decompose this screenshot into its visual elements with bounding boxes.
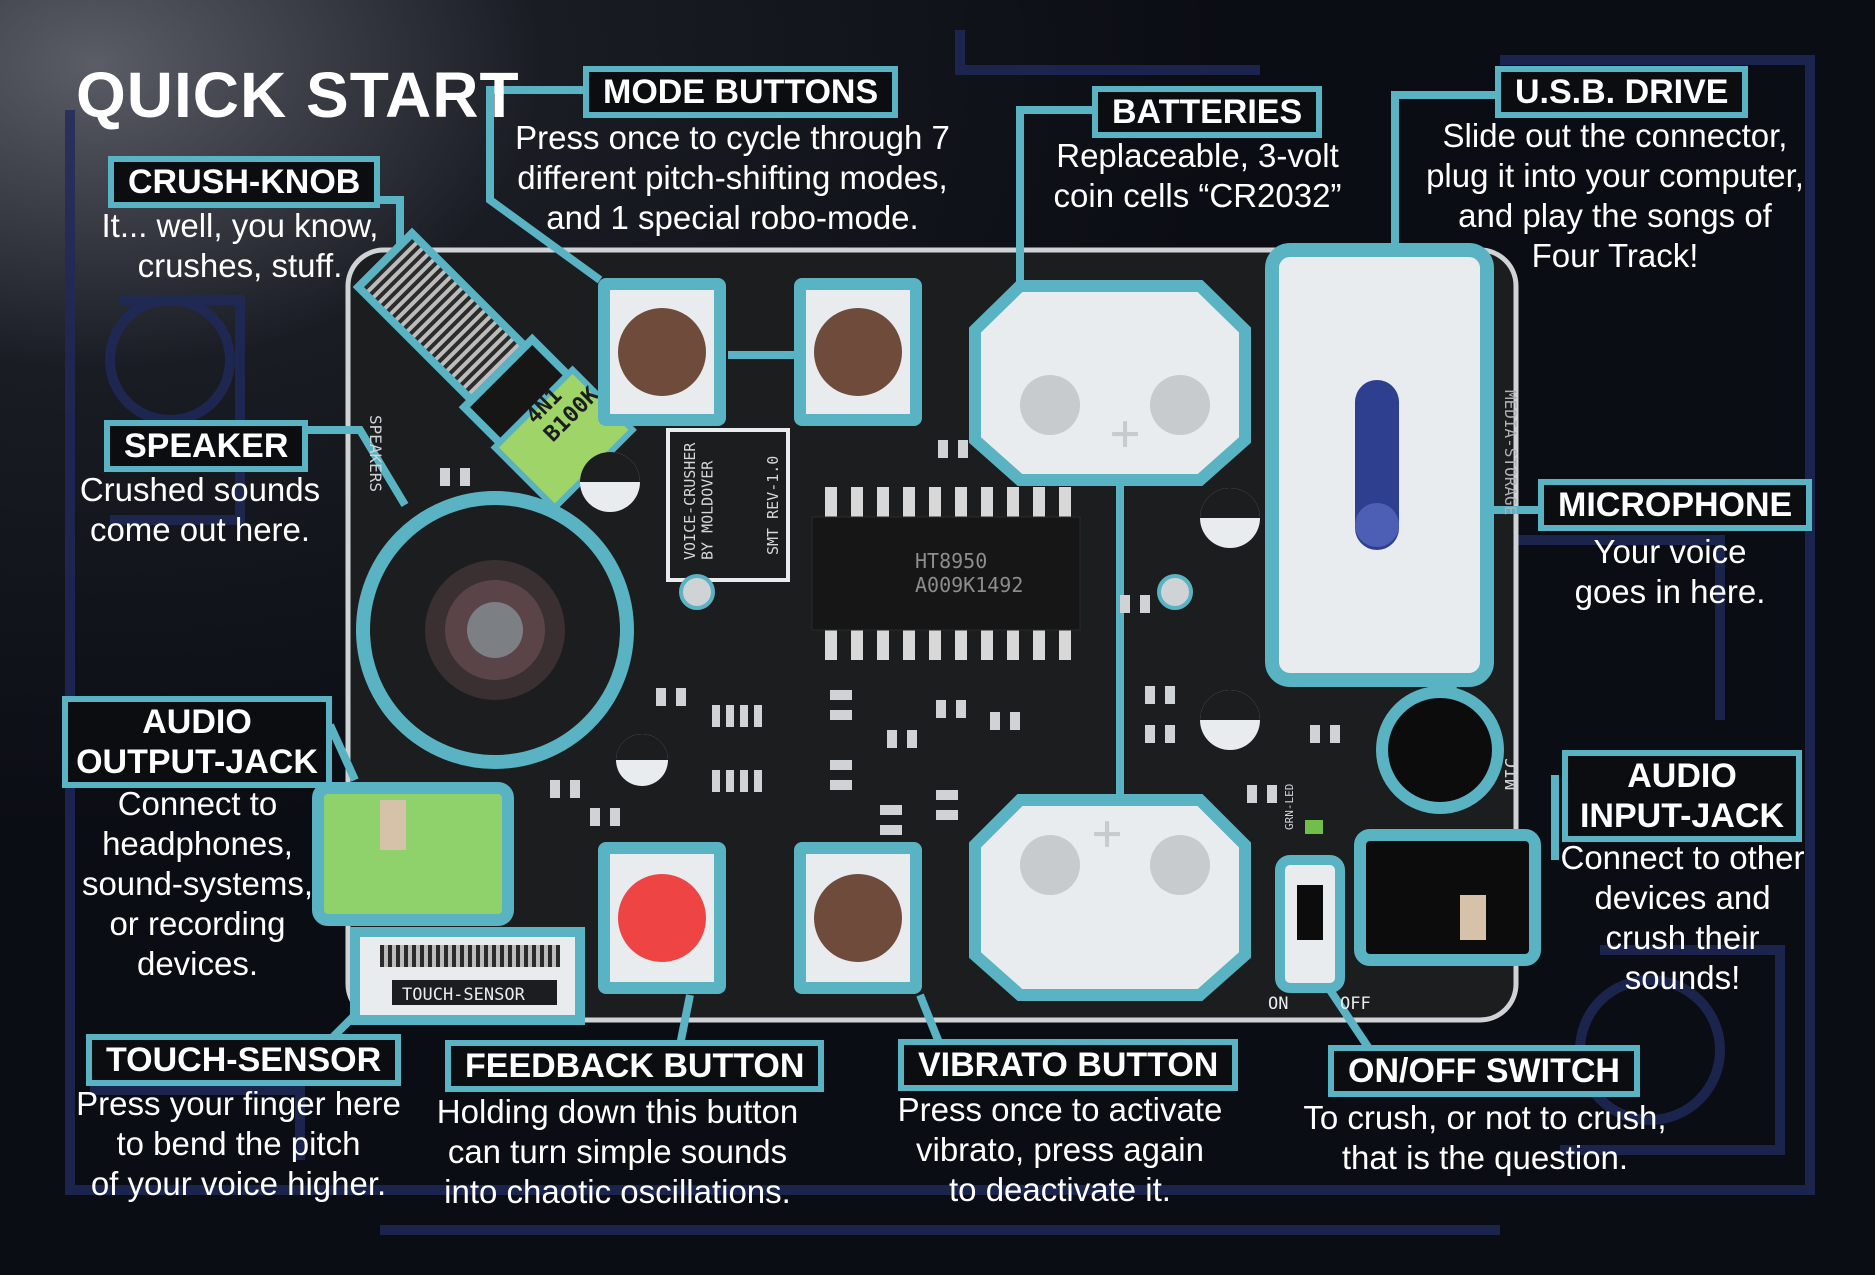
microphone-desc: Your voice goes in here. bbox=[1574, 533, 1766, 610]
media-storage-silk: MEDIA-STORAGE bbox=[1501, 390, 1520, 515]
speaker bbox=[356, 491, 634, 769]
audio-input-jack-label-line1: AUDIO bbox=[1627, 757, 1737, 795]
audio-input-jack-label-line2: INPUT-JACK bbox=[1579, 797, 1785, 835]
feedback-button-desc: Holding down this button can turn simple… bbox=[436, 1093, 799, 1210]
svg-text:+: + bbox=[1110, 404, 1140, 462]
feedback-button-label: FEEDBACK BUTTON bbox=[445, 1040, 825, 1092]
feedback-button[interactable] bbox=[598, 842, 726, 994]
on-off-switch-desc: To crush, or not to crush, that is the q… bbox=[1303, 1099, 1667, 1176]
vibrato-button-label: VIBRATO BUTTON bbox=[898, 1039, 1239, 1091]
usb-drive-desc: Slide out the connector, plug it into yo… bbox=[1426, 117, 1804, 274]
battery-bottom: + bbox=[969, 794, 1251, 1001]
usb-drive-label: U.S.B. DRIVE bbox=[1495, 66, 1749, 118]
mode-buttons-label: MODE BUTTONS bbox=[583, 66, 899, 118]
touch-sensor-silk: TOUCH-SENSOR bbox=[402, 985, 526, 1005]
battery-top: + bbox=[969, 280, 1251, 486]
audio-input-jack[interactable] bbox=[1354, 829, 1541, 966]
microphone-label: MICROPHONE bbox=[1538, 479, 1813, 531]
mount-hole-left bbox=[679, 574, 715, 610]
batteries-desc: Replaceable, 3-volt coin cells “CR2032” bbox=[1053, 137, 1342, 214]
board-info-box bbox=[666, 428, 790, 582]
vibrato-button-desc: Press once to activate vibrato, press ag… bbox=[897, 1091, 1223, 1208]
touch-sensor[interactable]: TOUCH-SENSOR bbox=[350, 927, 585, 1025]
touch-sensor-desc: Press your finger here to bend the pitch… bbox=[76, 1085, 401, 1202]
crush-knob-label: CRUSH-KNOB bbox=[108, 156, 381, 208]
chip-label-1: HT8950 bbox=[915, 549, 987, 573]
switch-on-silk: ON bbox=[1268, 994, 1288, 1014]
on-off-switch-label: ON/OFF SWITCH bbox=[1328, 1045, 1640, 1097]
capacitors bbox=[580, 452, 1260, 786]
vibrato-button[interactable] bbox=[794, 842, 922, 994]
svg-text:+: + bbox=[1092, 804, 1122, 862]
switch-off-silk: OFF bbox=[1340, 994, 1371, 1014]
audio-output-jack[interactable] bbox=[312, 782, 514, 926]
board-name-silk: VOICE-CRUSHERBY MOLDOVER bbox=[681, 442, 716, 560]
on-off-switch[interactable] bbox=[1275, 855, 1345, 993]
grn-led-silk: GRN-LED bbox=[1283, 784, 1296, 830]
usb-drive[interactable] bbox=[1265, 243, 1494, 687]
page-title: QUICK START bbox=[76, 59, 520, 131]
green-led bbox=[1305, 820, 1323, 834]
crush-knob-desc: It... well, you know, crushes, stuff. bbox=[101, 207, 379, 284]
mode-buttons-desc: Press once to cycle through 7 different … bbox=[515, 119, 950, 236]
audio-output-jack-label-line2: OUTPUT-JACK bbox=[76, 743, 318, 781]
next-mode-button[interactable] bbox=[794, 278, 922, 426]
batteries-label: BATTERIES bbox=[1092, 86, 1323, 138]
audio-output-jack-label: AUDIO OUTPUT-JACK bbox=[62, 696, 332, 788]
background-traces bbox=[65, 30, 1815, 1235]
speakers-silk: SPEAKERS bbox=[366, 415, 385, 492]
prev-mode-button[interactable] bbox=[598, 278, 726, 426]
audio-input-jack-label: AUDIO INPUT-JACK bbox=[1562, 750, 1802, 842]
audio-output-jack-desc: Connect to headphones, sound-systems, or… bbox=[81, 785, 314, 982]
touch-sensor-label: TOUCH-SENSOR bbox=[86, 1034, 402, 1086]
speaker-desc: Crushed sounds come out here. bbox=[79, 471, 321, 548]
speaker-label: SPEAKER bbox=[104, 420, 309, 472]
ht8950-chip: HT8950 A009K1492 bbox=[811, 487, 1081, 660]
audio-output-jack-label-line1: AUDIO bbox=[142, 703, 252, 741]
audio-input-jack-desc: Connect to other devices and crush their… bbox=[1560, 839, 1805, 996]
smd-components bbox=[440, 440, 1340, 835]
chip-label-2: A009K1492 bbox=[915, 573, 1023, 597]
microphone bbox=[1376, 686, 1504, 814]
board-rev-silk: SMT REV-1.0 bbox=[764, 456, 782, 555]
mount-hole-right bbox=[1157, 574, 1193, 610]
mic-silk: MIC bbox=[1502, 757, 1523, 790]
